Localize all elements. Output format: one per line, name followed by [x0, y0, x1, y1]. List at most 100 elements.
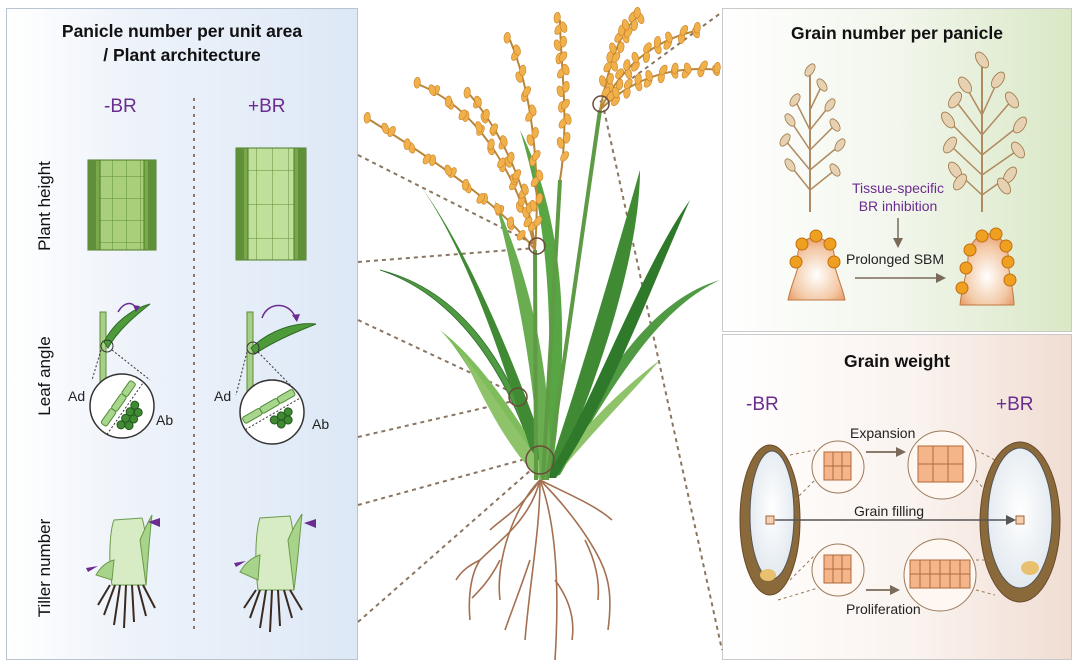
- rice-grain: [558, 51, 568, 62]
- rice-grain: [671, 62, 679, 75]
- cells-plus-bottom: [903, 538, 977, 612]
- rice-grain: [503, 31, 511, 44]
- rice-grain: [506, 216, 515, 229]
- rice-grain: [609, 42, 617, 54]
- rice-grain: [529, 200, 538, 212]
- inhibition-line1: Tissue-specific: [851, 180, 945, 196]
- grain-minus-br: -BR: [746, 394, 779, 415]
- sbm-label: Prolonged SBM: [846, 251, 945, 267]
- expansion-label: Expansion: [850, 425, 916, 441]
- rice-grain: [458, 109, 467, 121]
- rice-grain: [599, 75, 607, 87]
- rice-grain: [617, 41, 625, 53]
- rice-grain: [526, 134, 535, 146]
- rice-grain: [507, 151, 515, 164]
- rice-grain: [381, 122, 390, 135]
- arrow-right-icon: [896, 447, 906, 457]
- highlight-circle-collar: [508, 387, 528, 407]
- rice-grain: [653, 36, 661, 48]
- spikelet: [829, 163, 841, 177]
- arrow-right-icon: [936, 273, 946, 283]
- ad-label-plus: Ad: [214, 388, 232, 404]
- grain-number-title: Grain number per panicle: [791, 23, 1003, 43]
- panicle-spikelets: [779, 51, 1027, 195]
- ab-label-plus: Ab: [312, 416, 330, 432]
- meristem-small: [787, 229, 846, 301]
- rice-grain: [461, 178, 470, 191]
- spikelet: [829, 118, 841, 132]
- rice-grain: [553, 11, 561, 24]
- rice-grain: [603, 61, 613, 73]
- left-title-line1: Panicle number per unit area: [61, 21, 303, 41]
- seed-small: [739, 444, 801, 596]
- rice-grain: [564, 113, 572, 125]
- spikelet: [953, 173, 967, 191]
- highlight-circle-base: [525, 445, 555, 475]
- rice-grain: [623, 59, 631, 71]
- spikelet: [1011, 141, 1025, 159]
- proliferation-label: Proliferation: [846, 601, 921, 617]
- row-label-plant-height: Plant height: [35, 161, 54, 251]
- spikelet: [779, 133, 791, 147]
- panel-plant-architecture: [6, 8, 358, 660]
- highlight-circle-node: [528, 237, 546, 255]
- rice-grain: [521, 183, 529, 195]
- arrow-right-icon: [1006, 515, 1016, 525]
- grain-filling-label: Grain filling: [854, 503, 925, 519]
- rice-grain: [522, 86, 531, 97]
- spikelet: [997, 177, 1011, 195]
- rice-grain: [606, 72, 614, 85]
- rice-grain: [560, 151, 569, 162]
- rice-grain: [497, 157, 506, 169]
- rice-grain: [556, 137, 565, 149]
- rice-grain: [562, 80, 570, 93]
- rice-grain: [463, 86, 471, 99]
- rice-grain: [474, 95, 482, 108]
- rice-grain: [529, 104, 537, 116]
- rice-grain: [561, 98, 570, 110]
- cells-minus-bottom: [811, 543, 865, 597]
- rice-grain: [559, 21, 568, 33]
- panicle-large: [947, 60, 1021, 212]
- rice-grain: [699, 60, 708, 72]
- rice-grain: [519, 64, 527, 77]
- spikelet: [975, 51, 989, 69]
- rice-grain: [533, 216, 543, 227]
- rice-grain: [512, 169, 522, 180]
- rice-grain: [615, 68, 624, 79]
- seed-large: [979, 441, 1061, 603]
- col-label-minus-br: -BR: [104, 96, 137, 117]
- arrow-right-icon: [890, 585, 900, 595]
- rice-grain: [630, 19, 638, 31]
- spikelet: [804, 63, 816, 77]
- rice-grain: [363, 111, 371, 124]
- rice-grain: [621, 19, 630, 31]
- connector-lines-right: [599, 11, 723, 651]
- grain-weight-title: Grain weight: [844, 351, 950, 371]
- ab-label-minus: Ab: [156, 412, 174, 428]
- panicle-grains: [363, 6, 721, 241]
- leaf-angle-small: [89, 302, 155, 439]
- rice-grain: [616, 78, 624, 91]
- rice-grain: [428, 84, 437, 96]
- cells-minus-top: [811, 440, 865, 494]
- rice-grain: [535, 192, 543, 205]
- spikelet: [784, 113, 796, 127]
- stem-long-cells: [235, 147, 307, 261]
- spikelet: [834, 138, 846, 152]
- spikelet: [948, 91, 962, 109]
- rice-grain: [633, 6, 641, 19]
- rice-grain: [489, 123, 498, 135]
- rice-grain: [482, 108, 490, 121]
- rice-grain: [476, 193, 486, 204]
- rice-grain: [643, 42, 652, 53]
- rice-grain: [563, 132, 571, 144]
- rice-grain: [623, 78, 633, 90]
- seed-connectors: [777, 449, 996, 601]
- rice-grain: [693, 21, 701, 34]
- plant-roots: [455, 479, 613, 661]
- leaf-angle-large: [235, 304, 317, 445]
- rice-grain: [631, 51, 640, 64]
- rice-grain: [535, 169, 544, 182]
